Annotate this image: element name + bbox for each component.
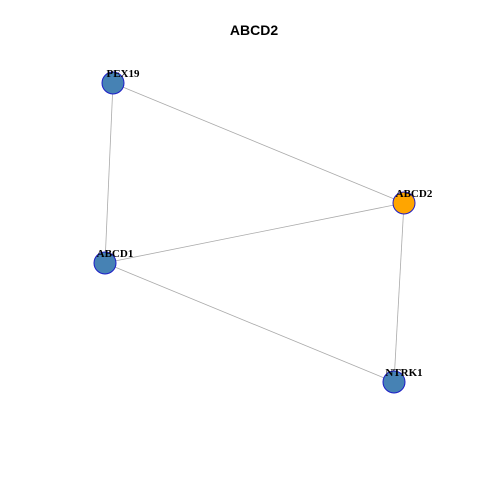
edge-layer	[104, 82, 405, 383]
node-label-abcd1: ABCD1	[97, 248, 134, 260]
node-layer	[93, 71, 416, 394]
graph-title: ABCD2	[230, 22, 278, 38]
node-label-pex19: PEX19	[107, 68, 141, 80]
node-label-abcd2: ABCD2	[396, 188, 433, 200]
edge-abcd2-ntrk1	[393, 202, 405, 383]
edge-pex19-abcd2	[112, 82, 405, 204]
edge-abcd1-abcd2	[104, 202, 405, 264]
node-label-ntrk1: NTRK1	[385, 367, 422, 379]
edge-abcd1-ntrk1	[104, 262, 395, 383]
edge-pex19-abcd1	[104, 82, 114, 264]
node-pex19	[101, 71, 125, 95]
node-abcd2	[392, 191, 416, 215]
node-ntrk1	[382, 370, 406, 394]
node-abcd1	[93, 251, 117, 275]
